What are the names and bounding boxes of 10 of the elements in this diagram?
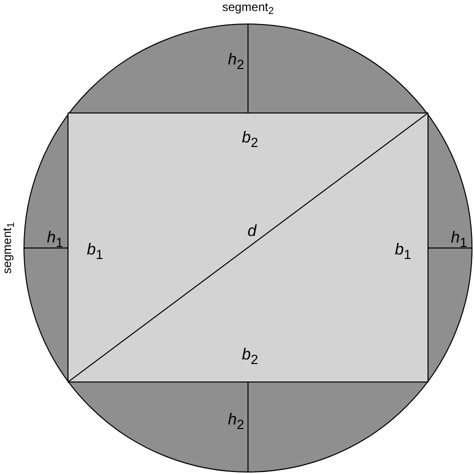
segment-label: segment$_{2}$ [222,0,274,18]
side-label: b$_{2}$ [242,130,258,150]
height-label: h$_{1}$ [450,230,468,250]
height-label: h$_{1}$ [46,230,64,250]
diagonal-label: d [248,224,256,240]
side-label: b$_{1}$ [394,242,412,262]
height-label: h$_{2}$ [228,52,244,72]
height-label: h$_{2}$ [228,412,244,432]
side-label: b$_{1}$ [86,242,104,262]
side-label: b$_{2}$ [242,348,258,366]
